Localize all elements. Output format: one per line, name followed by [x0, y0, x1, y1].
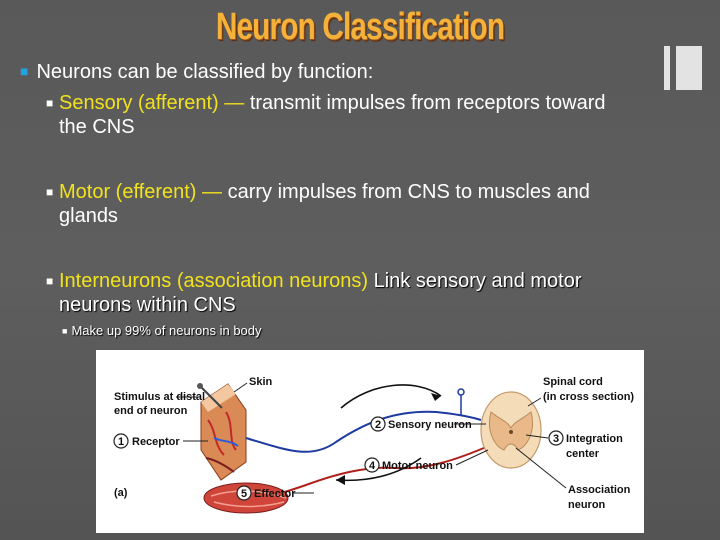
decorative-bar-wide: [676, 46, 702, 90]
inter-desc: Link sensory and motor neurons within CN…: [59, 270, 582, 316]
inter-term: Interneurons (association neurons): [59, 270, 369, 292]
sensory-neuron-path: [245, 410, 482, 453]
bullet1-text: Neurons can be classified by function:: [36, 61, 374, 83]
label-integration-1: Integration: [566, 433, 623, 445]
label-association-2: neuron: [568, 499, 606, 511]
sensory-term: Sensory (afferent) —: [59, 92, 245, 114]
bullet-level3: ■Make up 99% of neurons in body: [62, 323, 262, 340]
slide-title: Neuron Classification: [215, 6, 505, 48]
bullet-square-icon: ■: [46, 274, 54, 288]
leader-lines: [176, 382, 567, 494]
bullet-level1: ■ Neurons can be classified by function:: [20, 60, 373, 85]
label-stimulus-2: end of neuron: [114, 405, 188, 417]
motor-desc: carry impulses from CNS to muscles and g…: [59, 181, 590, 227]
num-motor: 4: [369, 460, 376, 472]
bullet-square-icon: ■: [46, 96, 54, 110]
label-skin: Skin: [249, 376, 273, 388]
label-motor-neuron: Motor neuron: [382, 460, 453, 472]
num-sensory: 2: [375, 419, 381, 431]
sub-bullet-text: Make up 99% of neurons in body: [71, 323, 262, 338]
skin-block: [200, 383, 247, 481]
bullet-square-icon: ■: [46, 185, 54, 199]
arrow-afferent: [340, 384, 442, 409]
decorative-bar-thin: [664, 46, 670, 90]
label-panel-a: (a): [114, 487, 128, 499]
label-spinal-cord-2: (in cross section): [543, 391, 634, 403]
bullet-square-icon: ■: [62, 326, 68, 336]
bullet-motor: ■ Motor (efferent) — carry impulses from…: [46, 180, 626, 228]
num-receptor: 1: [118, 436, 124, 448]
sensory-cell-body: [457, 388, 465, 396]
label-effector: Effector: [254, 488, 296, 500]
bullet-square-icon: ■: [20, 63, 29, 79]
step-numbers: 1 2 3 4 5: [113, 416, 564, 501]
label-sensory-neuron: Sensory neuron: [388, 419, 472, 431]
sensory-desc: transmit impulses from receptors toward …: [59, 92, 606, 138]
num-integration: 3: [553, 433, 559, 445]
label-receptor: Receptor: [132, 436, 180, 448]
label-integration-2: center: [566, 448, 600, 460]
num-effector: 5: [241, 488, 247, 500]
reflex-arc-diagram: 1 2 3 4 5 Stimulus at distal end of neur…: [113, 376, 634, 514]
label-association-1: Association: [568, 484, 631, 496]
stimulus-needle: [199, 385, 223, 409]
reflex-arc-figure: 1 2 3 4 5 Stimulus at distal end of neur…: [96, 350, 644, 533]
motor-term: Motor (efferent) —: [59, 181, 223, 203]
needle-head: [197, 383, 203, 389]
label-stimulus-1: Stimulus at distal: [114, 391, 205, 403]
bullet-sensory: ■ Sensory (afferent) — transmit impulses…: [46, 91, 626, 139]
spinal-cord-cross-section: [480, 391, 542, 469]
label-spinal-cord-1: Spinal cord: [543, 376, 603, 388]
bullet-interneurons: ■ Interneurons (association neurons) Lin…: [46, 269, 626, 317]
